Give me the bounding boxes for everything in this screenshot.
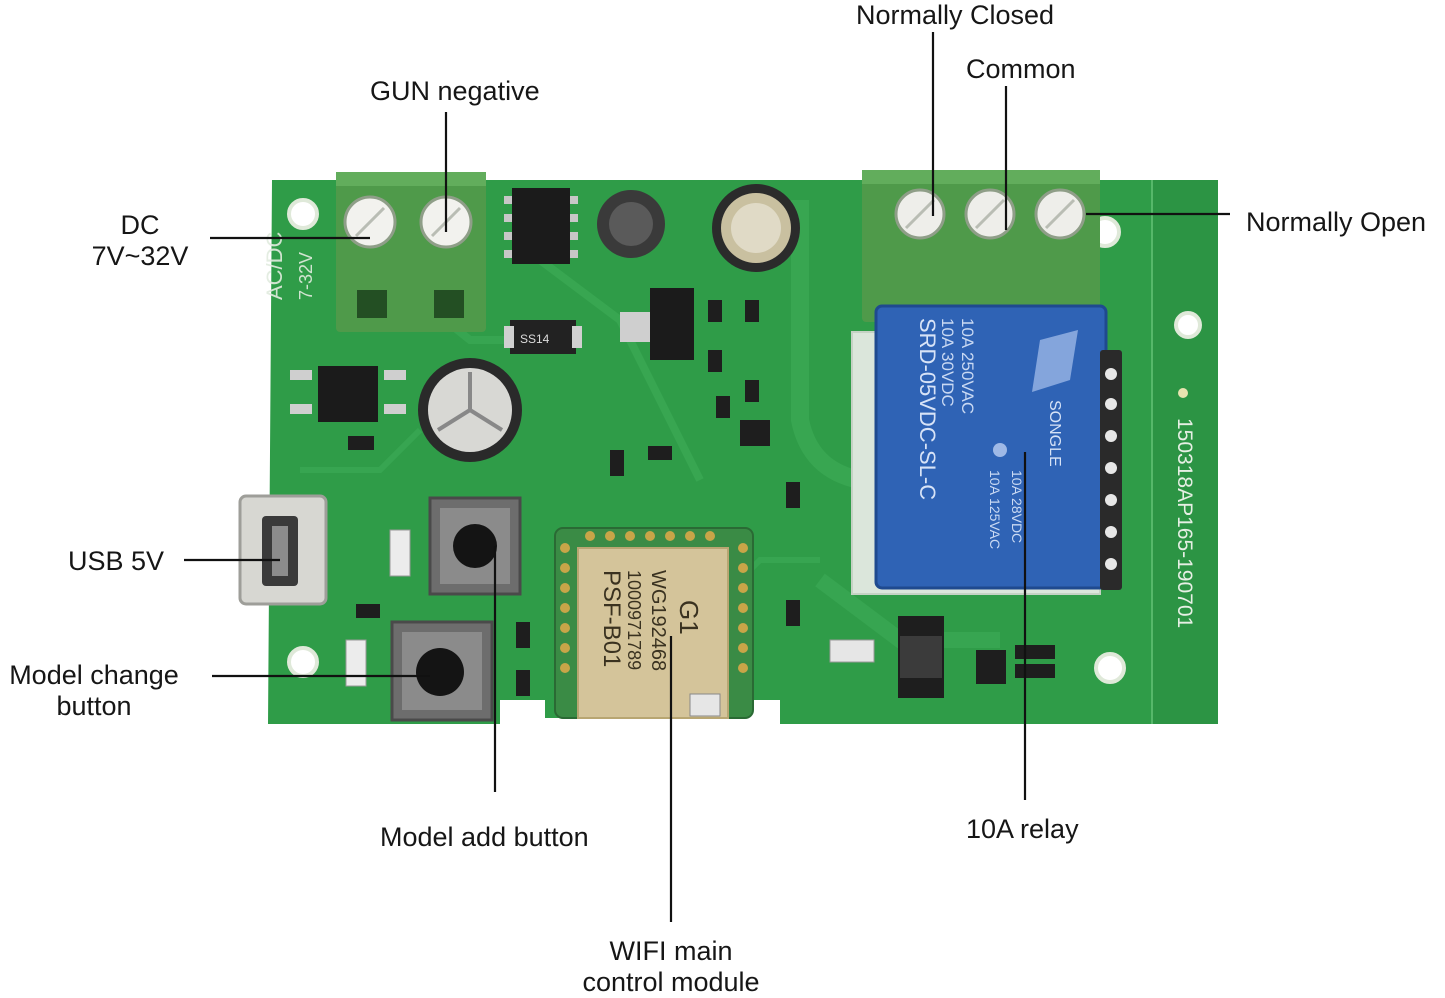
label-wifi: WIFI main control module [560, 936, 782, 998]
svg-text:10A 250VAC: 10A 250VAC [958, 318, 977, 414]
svg-text:SONGLE: SONGLE [1046, 400, 1063, 467]
led-2 [345, 639, 367, 687]
led-1 [389, 529, 411, 577]
label-dc-line1: DC [120, 210, 160, 240]
silk-acdc: AC/DC [262, 231, 287, 300]
svg-text:WG192468: WG192468 [647, 570, 669, 671]
svg-text:1000971789: 1000971789 [624, 570, 644, 670]
diode-ss14: SS14 [504, 320, 582, 354]
electrolytic-capacitor [418, 358, 522, 462]
label-usb: USB 5V [68, 546, 165, 576]
svg-text:10A 30VDC: 10A 30VDC [938, 318, 957, 407]
silk-range: 7-32V [296, 252, 316, 300]
svg-text:10A 28VDC: 10A 28VDC [1009, 470, 1025, 543]
relay-pins [1100, 350, 1122, 590]
label-model-change: Model change button [0, 660, 188, 722]
label-common: Common [966, 54, 1076, 84]
model-add-button-part [428, 496, 522, 596]
label-relay: 10A relay [966, 814, 1079, 844]
dc-terminal-block [336, 172, 486, 332]
model-change-button-part [390, 620, 494, 722]
svg-text:G1: G1 [674, 600, 704, 635]
relay-terminal-block [862, 170, 1100, 322]
svg-text:PSF-B01: PSF-B01 [598, 570, 625, 667]
micro-usb-port [238, 494, 328, 606]
label-model-add: Model add button [380, 822, 589, 852]
wifi-module-part: PSF-B01 1000971789 WG192468 G1 [554, 527, 754, 719]
svg-text:10A 125VAC: 10A 125VAC [987, 470, 1003, 549]
regulator-chip [290, 366, 406, 422]
svg-text:SS14: SS14 [520, 332, 550, 346]
label-model-change-line2: button [56, 691, 132, 721]
label-wifi-line1: WIFI main [609, 936, 733, 966]
label-normally-open: Normally Open [1246, 207, 1427, 237]
serial-silk: 150318AP165-190701 [1173, 418, 1196, 628]
label-model-change-line1: Model change [9, 660, 179, 690]
relay-component: 10A 250VAC 10A 30VDC SRD-05VDC-SL-C SONG… [851, 304, 1108, 595]
top-ics [504, 184, 800, 360]
led-smd [829, 639, 875, 663]
label-gun-negative: GUN negative [370, 76, 540, 106]
svg-text:SRD-05VDC-SL-C: SRD-05VDC-SL-C [915, 318, 940, 500]
label-wifi-line2: control module [582, 967, 760, 997]
leader-lines [184, 32, 1230, 922]
label-dc-line2: 7V~32V [91, 241, 189, 271]
label-normally-closed: Normally Closed [856, 0, 1055, 30]
label-dc: DC 7V~32V [80, 210, 200, 272]
